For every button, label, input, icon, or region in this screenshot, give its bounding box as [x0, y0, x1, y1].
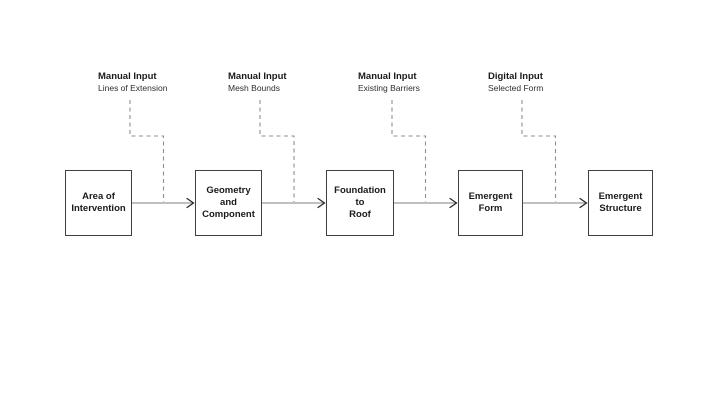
input-title: Manual Input: [228, 71, 287, 82]
input-title: Manual Input: [358, 71, 417, 82]
dashed-connector-input-2: [259, 100, 295, 202]
dashed-connector-input-1: [129, 100, 165, 202]
input-subtitle: Existing Barriers: [358, 83, 420, 93]
node-foundation-to-roof: Foundation to Roof: [326, 170, 394, 236]
arrowhead-icon: [449, 197, 458, 209]
input-subtitle: Selected Form: [488, 83, 544, 93]
dashed-connector-input-3: [391, 100, 427, 202]
input-label-selected-form: Digital Input Selected Form: [488, 71, 543, 93]
node-emergent-structure: Emergent Structure: [588, 170, 653, 236]
arrowhead-icon: [317, 197, 326, 209]
flow-arrow-1: [132, 197, 195, 209]
arrowhead-icon: [579, 197, 588, 209]
node-emergent-form: Emergent Form: [458, 170, 523, 236]
input-label-mesh-bounds: Manual Input Mesh Bounds: [228, 71, 287, 93]
input-subtitle: Mesh Bounds: [228, 83, 280, 93]
flow-arrow-4: [523, 197, 588, 209]
flow-arrow-3: [394, 197, 458, 209]
node-geometry-and-component: Geometry and Component: [195, 170, 262, 236]
input-title: Digital Input: [488, 71, 543, 82]
input-subtitle: Lines of Extension: [98, 83, 168, 93]
node-area-of-intervention: Area of Intervention: [65, 170, 132, 236]
input-label-existing-barriers: Manual Input Existing Barriers: [358, 71, 420, 93]
input-label-lines-of-extension: Manual Input Lines of Extension: [98, 71, 167, 93]
input-title: Manual Input: [98, 71, 157, 82]
flow-arrow-2: [262, 197, 326, 209]
arrowhead-icon: [186, 197, 195, 209]
dashed-connector-input-4: [521, 100, 557, 202]
